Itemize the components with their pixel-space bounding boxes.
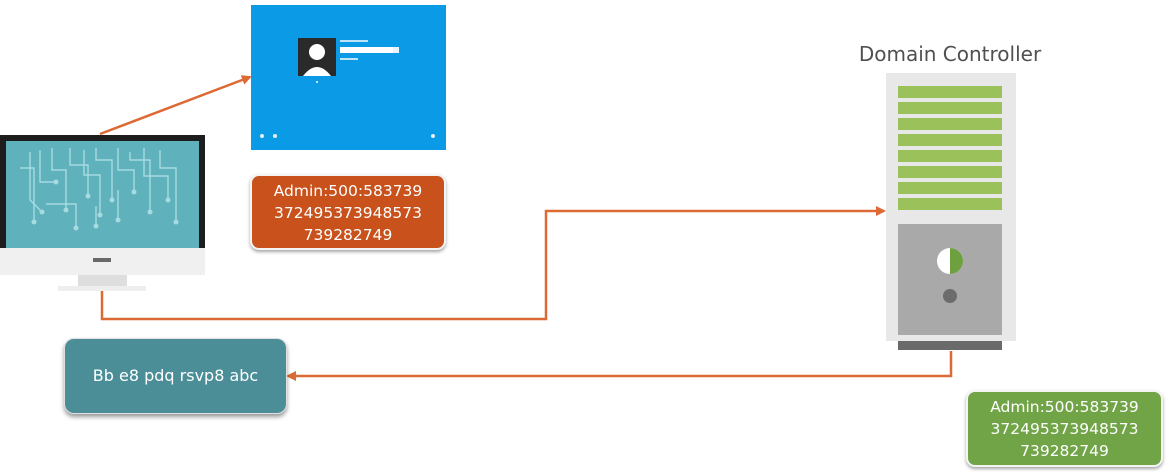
login-screen-icon — [251, 5, 446, 150]
challenge-box: Bb e8 pdq rsvp8 abc — [64, 338, 287, 414]
server-tower-icon — [886, 73, 1016, 350]
arrow-to-domain-controller — [100, 206, 886, 321]
server-hash-line-1: Admin:500:583739 — [990, 398, 1139, 416]
domain-controller-title: Domain Controller — [858, 42, 1042, 66]
server-hash-line-3: 739282749 — [1020, 442, 1109, 460]
client-hash-line-1: Admin:500:583739 — [273, 182, 423, 200]
arrow-to-login — [99, 75, 252, 136]
server-hash-box: Admin:500:583739 372495373948573 7392827… — [966, 390, 1163, 467]
server-hash-line-2: 372495373948573 — [990, 420, 1139, 438]
client-hash-box: Admin:500:583739 372495373948573 7392827… — [250, 174, 446, 250]
client-hash-line-2: 372495373948573 — [274, 204, 422, 222]
arrow-to-workstation — [286, 351, 953, 381]
computer-monitor-icon — [0, 135, 205, 291]
client-hash-line-3: 739282749 — [303, 226, 393, 244]
